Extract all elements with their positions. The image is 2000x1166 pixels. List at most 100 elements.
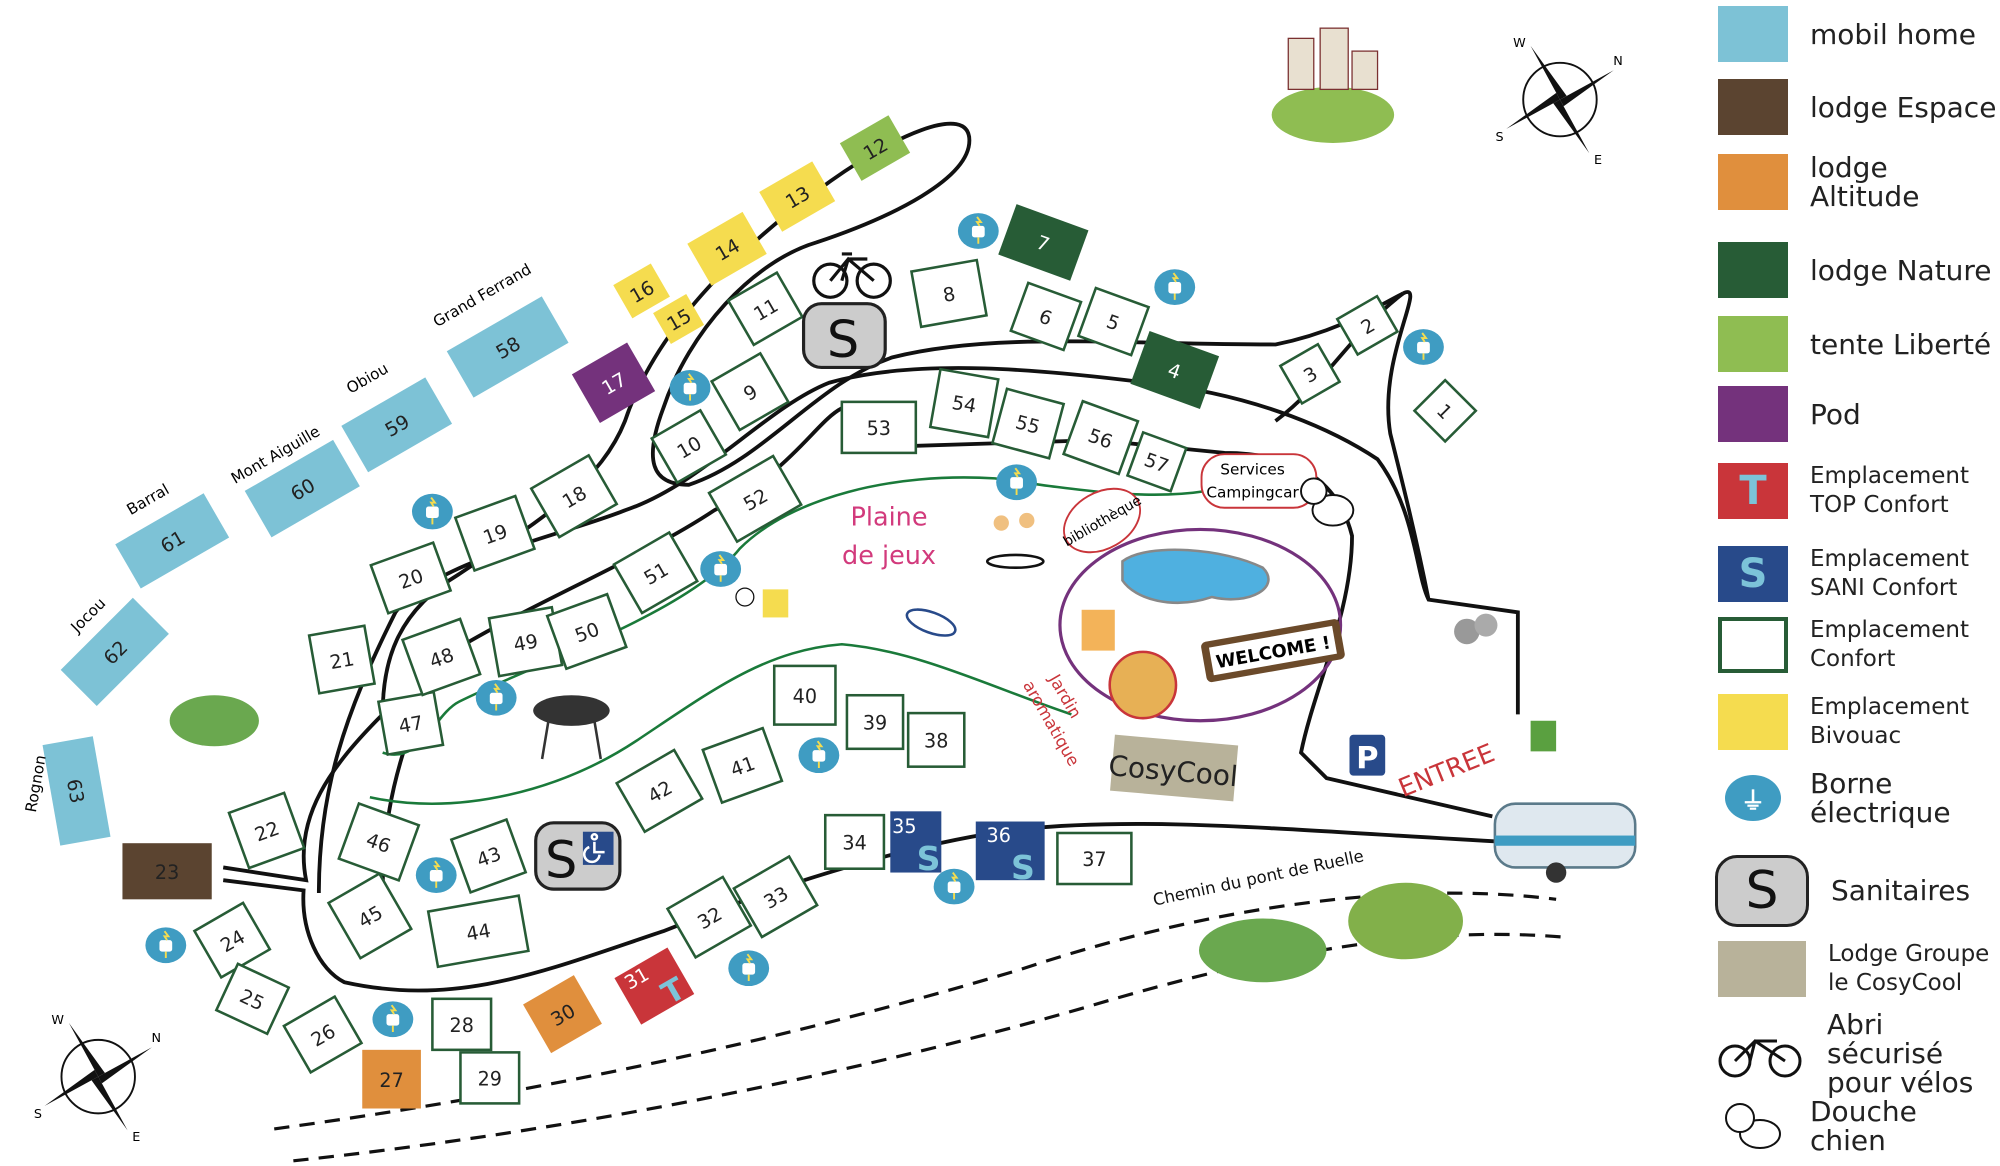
- plot-62[interactable]: 62: [60, 597, 169, 706]
- plot-32[interactable]: 32: [665, 875, 753, 960]
- plot-10[interactable]: 10: [649, 408, 728, 485]
- plot-6[interactable]: 6: [1009, 281, 1083, 352]
- borne-electrique-icon[interactable]: [933, 868, 975, 905]
- borne-electrique-icon[interactable]: [475, 679, 517, 716]
- plot-44[interactable]: 44: [426, 894, 530, 969]
- borne-electrique-icon[interactable]: [1403, 329, 1444, 365]
- plot-1[interactable]: 1: [1412, 378, 1478, 444]
- plot-27[interactable]: 27: [362, 1049, 421, 1109]
- plot-58[interactable]: 58: [446, 296, 569, 398]
- campingcar-label: Campingcar: [1206, 484, 1299, 502]
- legend-label: Sanitaires: [1831, 874, 1971, 908]
- borne-electrique-icon[interactable]: [372, 1001, 414, 1038]
- plot-51[interactable]: 51: [612, 530, 700, 615]
- cosycool-lodge[interactable]: CosyCool: [1107, 734, 1239, 802]
- plot-55[interactable]: 55: [990, 387, 1066, 460]
- plot-40[interactable]: 40: [772, 664, 837, 726]
- plot-number: 37: [1082, 848, 1106, 871]
- borne-electrique-icon[interactable]: [415, 857, 457, 893]
- services-campingcar[interactable]: Services Campingcar: [1200, 453, 1318, 509]
- plot-33[interactable]: 33: [732, 854, 819, 939]
- plot-29[interactable]: 29: [459, 1051, 521, 1105]
- sanitaires-icon: S: [545, 832, 577, 891]
- legend-label: Douche chien: [1810, 1094, 1917, 1157]
- plot-54[interactable]: 54: [928, 367, 1000, 439]
- plot-39[interactable]: 39: [845, 693, 905, 751]
- plot-48[interactable]: 48: [400, 617, 482, 697]
- plot-number: 34: [842, 832, 866, 855]
- plot-21[interactable]: 21: [307, 624, 377, 695]
- plot-23[interactable]: 23: [122, 843, 212, 900]
- borne-electrique-icon[interactable]: [145, 927, 187, 964]
- plot-60[interactable]: 60: [244, 439, 360, 538]
- plot-30[interactable]: 30: [523, 975, 602, 1054]
- plot-50[interactable]: 50: [545, 592, 628, 671]
- borne-electrique-icon[interactable]: [996, 464, 1037, 501]
- plot-13[interactable]: 13: [759, 161, 836, 232]
- borne-electrique-icon[interactable]: [1154, 269, 1196, 305]
- plot-46[interactable]: 46: [337, 801, 421, 883]
- plot-8[interactable]: 8: [909, 258, 988, 329]
- plot-41[interactable]: 41: [701, 726, 784, 805]
- plot-5[interactable]: 5: [1076, 286, 1151, 357]
- playground-icons: [533, 512, 1557, 760]
- plot-number: 38: [924, 730, 948, 753]
- plot-43[interactable]: 43: [449, 817, 528, 894]
- plot-36[interactable]: S36: [975, 821, 1045, 887]
- plot-53[interactable]: 53: [840, 400, 918, 455]
- plot-59[interactable]: 59: [341, 377, 453, 473]
- plot-28[interactable]: 28: [431, 997, 493, 1052]
- borne-electrique-icon[interactable]: [700, 551, 742, 587]
- plot-14[interactable]: 14: [687, 211, 767, 286]
- plot-15[interactable]: 15: [653, 293, 705, 345]
- plot-22[interactable]: 22: [227, 791, 306, 870]
- sanitaires-1[interactable]: S: [801, 302, 887, 371]
- legend-item-pod: Pod: [1715, 386, 1861, 443]
- plot-37[interactable]: 37: [1056, 831, 1133, 886]
- plot-4[interactable]: 4: [1130, 330, 1220, 410]
- plot-16[interactable]: 16: [613, 263, 670, 319]
- plot-35[interactable]: S35: [890, 811, 942, 878]
- plot-31[interactable]: T31: [614, 947, 697, 1029]
- borne-electrique-icon[interactable]: [669, 369, 711, 406]
- plot-11[interactable]: 11: [726, 270, 805, 347]
- plot-number: 55: [1013, 410, 1042, 439]
- plot-12[interactable]: 12: [839, 115, 911, 181]
- plot-38[interactable]: 38: [906, 711, 966, 768]
- plot-3[interactable]: 3: [1278, 342, 1342, 406]
- plot-42[interactable]: 42: [614, 748, 704, 834]
- plot-47[interactable]: 47: [376, 690, 445, 757]
- plot-19[interactable]: 19: [453, 494, 537, 573]
- plot-34[interactable]: 34: [823, 813, 886, 870]
- plot-2[interactable]: 2: [1335, 294, 1400, 357]
- plot-61[interactable]: 61: [115, 493, 230, 589]
- parking-sign[interactable]: P: [1349, 734, 1386, 776]
- plot-26[interactable]: 26: [282, 994, 364, 1075]
- borne-electrique-icon[interactable]: [957, 213, 999, 249]
- borne-electrique-icon[interactable]: [728, 950, 770, 987]
- plot-number: 23: [155, 861, 179, 884]
- sanitaires-2[interactable]: S: [534, 821, 622, 891]
- plot-24[interactable]: 24: [192, 901, 272, 980]
- plot-20[interactable]: 20: [369, 540, 453, 615]
- borne-electrique-icon[interactable]: [798, 737, 840, 774]
- nature-swatch-icon: [1718, 242, 1788, 299]
- legend-label: Emplacement SANI Confort: [1810, 545, 1969, 601]
- plot-9[interactable]: 9: [709, 351, 791, 432]
- borne-electrique-icon[interactable]: [411, 493, 453, 530]
- plot-17[interactable]: 17: [571, 342, 656, 423]
- bivouac-swatch-icon: [1718, 693, 1788, 750]
- plot-45[interactable]: 45: [326, 871, 413, 960]
- plot-56[interactable]: 56: [1061, 399, 1140, 476]
- plot-18[interactable]: 18: [529, 453, 619, 539]
- sani-confort-icon: S: [1011, 848, 1035, 887]
- plot-25[interactable]: 25: [214, 962, 291, 1036]
- plot-63[interactable]: 63: [42, 736, 111, 846]
- plot-57[interactable]: 57: [1125, 430, 1188, 493]
- plot-52[interactable]: 52: [707, 454, 803, 544]
- plot-7[interactable]: 7: [998, 204, 1089, 281]
- petanque-icon: [1454, 618, 1480, 645]
- footpaths: [369, 476, 1206, 805]
